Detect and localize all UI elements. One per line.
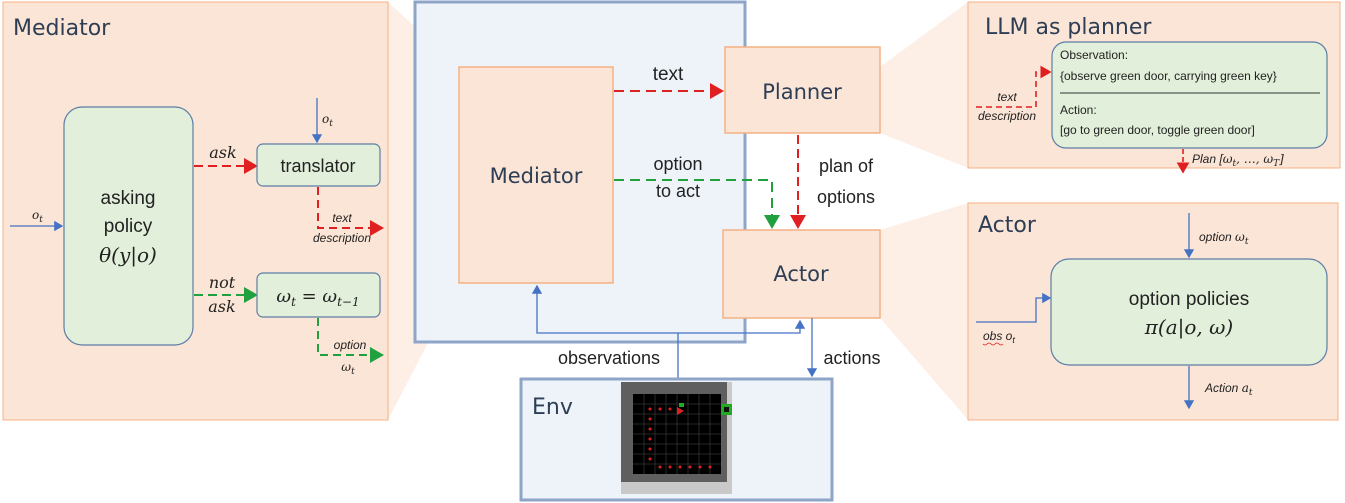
center-planner-box [724, 46, 881, 134]
mediator-panel [2, 1, 389, 421]
zoom-wedge-actor [880, 203, 968, 420]
asking-policy-formula: θ(y|o) [99, 243, 157, 268]
observations-arrow-actor [678, 319, 806, 334]
option-output-arrow [317, 318, 384, 363]
ask-label: ask [209, 143, 236, 162]
action-output-label: Action at [1204, 381, 1253, 398]
translator-label: translator [280, 156, 355, 176]
option-policies-formula: π(a|o, ω) [1144, 315, 1233, 340]
option-to-act-arrow [614, 179, 780, 229]
obs-input-label: obs ot [983, 329, 1015, 345]
center-actor-label: Actor [773, 262, 829, 286]
option-to-act-line2: to act [656, 181, 700, 201]
text-output-line1: text [332, 211, 352, 225]
llm-input-line2: description [978, 109, 1036, 123]
plan-of-options-line1: plan of [819, 156, 874, 176]
translator-box [256, 143, 381, 187]
center-planner-label: Planner [762, 80, 842, 104]
option-policies-label: option policies [1129, 289, 1249, 310]
mediator-panel-title: Mediator [13, 16, 111, 41]
llm-input-arrow [976, 65, 1052, 108]
center-mediator-box [458, 66, 614, 284]
llm-input-line1: text [997, 90, 1017, 104]
text-description-arrow [317, 187, 384, 236]
action-title: Action: [1060, 103, 1097, 117]
asking-policy-line2: policy [104, 216, 153, 237]
observations-arrow-mediator [531, 284, 679, 380]
observations-label: observations [558, 348, 660, 368]
text-arrow-label: text [653, 64, 684, 85]
llm-panel-title: LLM as planner [985, 15, 1152, 40]
actions-label: actions [823, 348, 880, 368]
action-text: [go to green door, toggle green door] [1060, 123, 1255, 137]
omega-box [256, 272, 381, 318]
obs-input-arrow [976, 292, 1052, 323]
env-label: Env [532, 395, 573, 420]
asking-policy-box [63, 106, 194, 346]
llm-prompt-box [1051, 41, 1328, 149]
env-minigrid-image [621, 382, 732, 494]
input-label: ot [32, 208, 43, 225]
translator-input-label: ot [322, 112, 333, 129]
center-mediator-label: Mediator [490, 164, 583, 188]
center-actor-box [722, 229, 881, 319]
text-output-line2: description [313, 231, 371, 245]
plan-output-label: Plan [ωt, …, ωT] [1192, 152, 1284, 169]
observation-text: {observe green door, carrying green key} [1060, 69, 1277, 83]
not-ask-label1: not [209, 273, 236, 292]
observation-title: Observation: [1060, 48, 1128, 62]
not-ask-label2: ask [208, 297, 235, 316]
zoom-wedge-planner [880, 2, 968, 168]
option-policies-box [1050, 258, 1328, 366]
option-to-act-line1: option [653, 154, 702, 174]
plan-of-options-line2: options [817, 187, 875, 207]
obs-spell-underline [982, 342, 1004, 346]
asking-policy-line1: asking [101, 188, 156, 209]
option-output-line1: option [334, 338, 367, 352]
actor-panel-title: Actor [978, 213, 1037, 238]
